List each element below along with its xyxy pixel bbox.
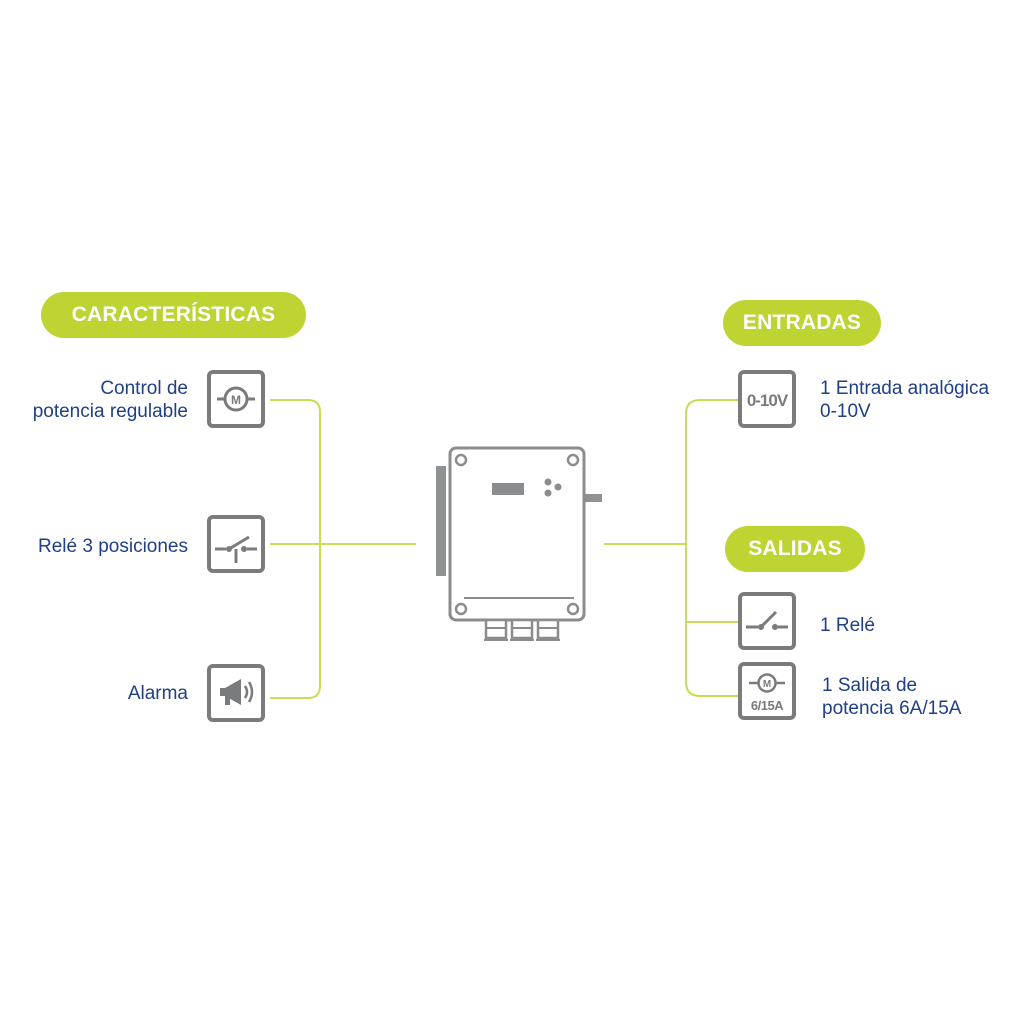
- label-salida-potencia: 1 Salida de potencia 6A/15A: [822, 675, 962, 719]
- caracteristicas-heading: CARACTERÍSTICAS: [41, 292, 306, 338]
- connector-entrada-analogica: [685, 399, 738, 697]
- label-rele-3-posiciones: Relé 3 posiciones: [38, 536, 188, 557]
- entradas-heading: ENTRADAS: [723, 300, 881, 346]
- label-entrada-analogica: 1 Entrada analógica 0-10V: [820, 378, 990, 422]
- svg-text:M: M: [763, 679, 771, 690]
- label-control-potencia: Control de potencia regulable: [32, 378, 188, 422]
- megaphone-icon: [207, 664, 265, 722]
- svg-text:0-10V: 0-10V: [747, 391, 789, 410]
- label-alarma: Alarma: [127, 683, 188, 704]
- motor-icon: M: [207, 370, 265, 428]
- relay-3-positions-icon: [207, 515, 265, 573]
- analog-input-icon: 0-10V: [738, 370, 796, 428]
- label-rele: 1 Relé: [820, 615, 875, 636]
- svg-text:6/15A: 6/15A: [751, 698, 784, 713]
- connector-control-potencia: [270, 399, 321, 699]
- salidas-heading: SALIDAS: [725, 526, 865, 572]
- relay-icon: [738, 592, 796, 650]
- power-output-icon: M 6/15A: [738, 662, 796, 720]
- controller-device-illustration: [436, 446, 602, 641]
- svg-text:M: M: [231, 393, 241, 407]
